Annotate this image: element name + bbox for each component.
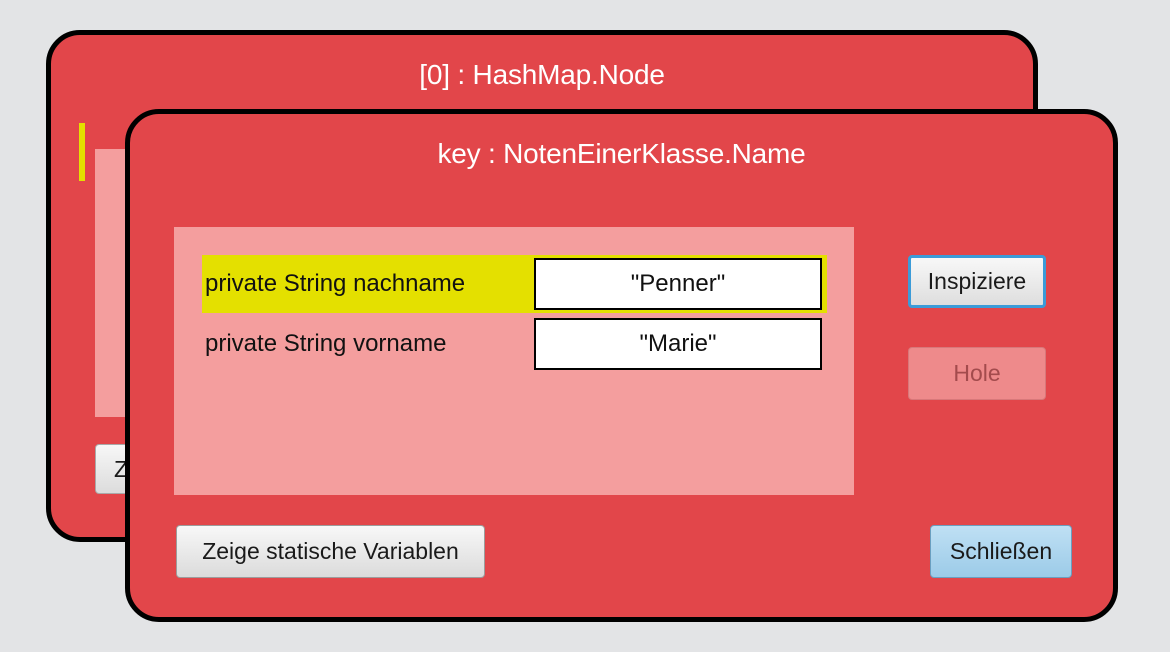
selected-row-edge [79, 123, 85, 181]
field-row-vorname[interactable]: private String vorname "Marie" [202, 315, 827, 373]
object-inspector-window-name: key : NotenEinerKlasse.Name private Stri… [125, 109, 1118, 622]
window-title: [0] : HashMap.Node [419, 59, 665, 90]
fields-panel: private String nachname "Penner" private… [174, 227, 854, 495]
inspect-button[interactable]: Inspiziere [908, 255, 1046, 308]
window-title: key : NotenEinerKlasse.Name [437, 138, 806, 169]
field-value[interactable]: "Penner" [534, 258, 822, 310]
show-static-variables-button[interactable]: Zeige statische Variablen [176, 525, 485, 578]
field-row-nachname[interactable]: private String nachname "Penner" [202, 255, 827, 313]
close-button[interactable]: Schließen [930, 525, 1072, 578]
field-label: private String vorname [205, 330, 447, 357]
field-value[interactable]: "Marie" [534, 318, 822, 370]
field-label: private String nachname [205, 270, 466, 297]
get-button[interactable]: Hole [908, 347, 1046, 400]
